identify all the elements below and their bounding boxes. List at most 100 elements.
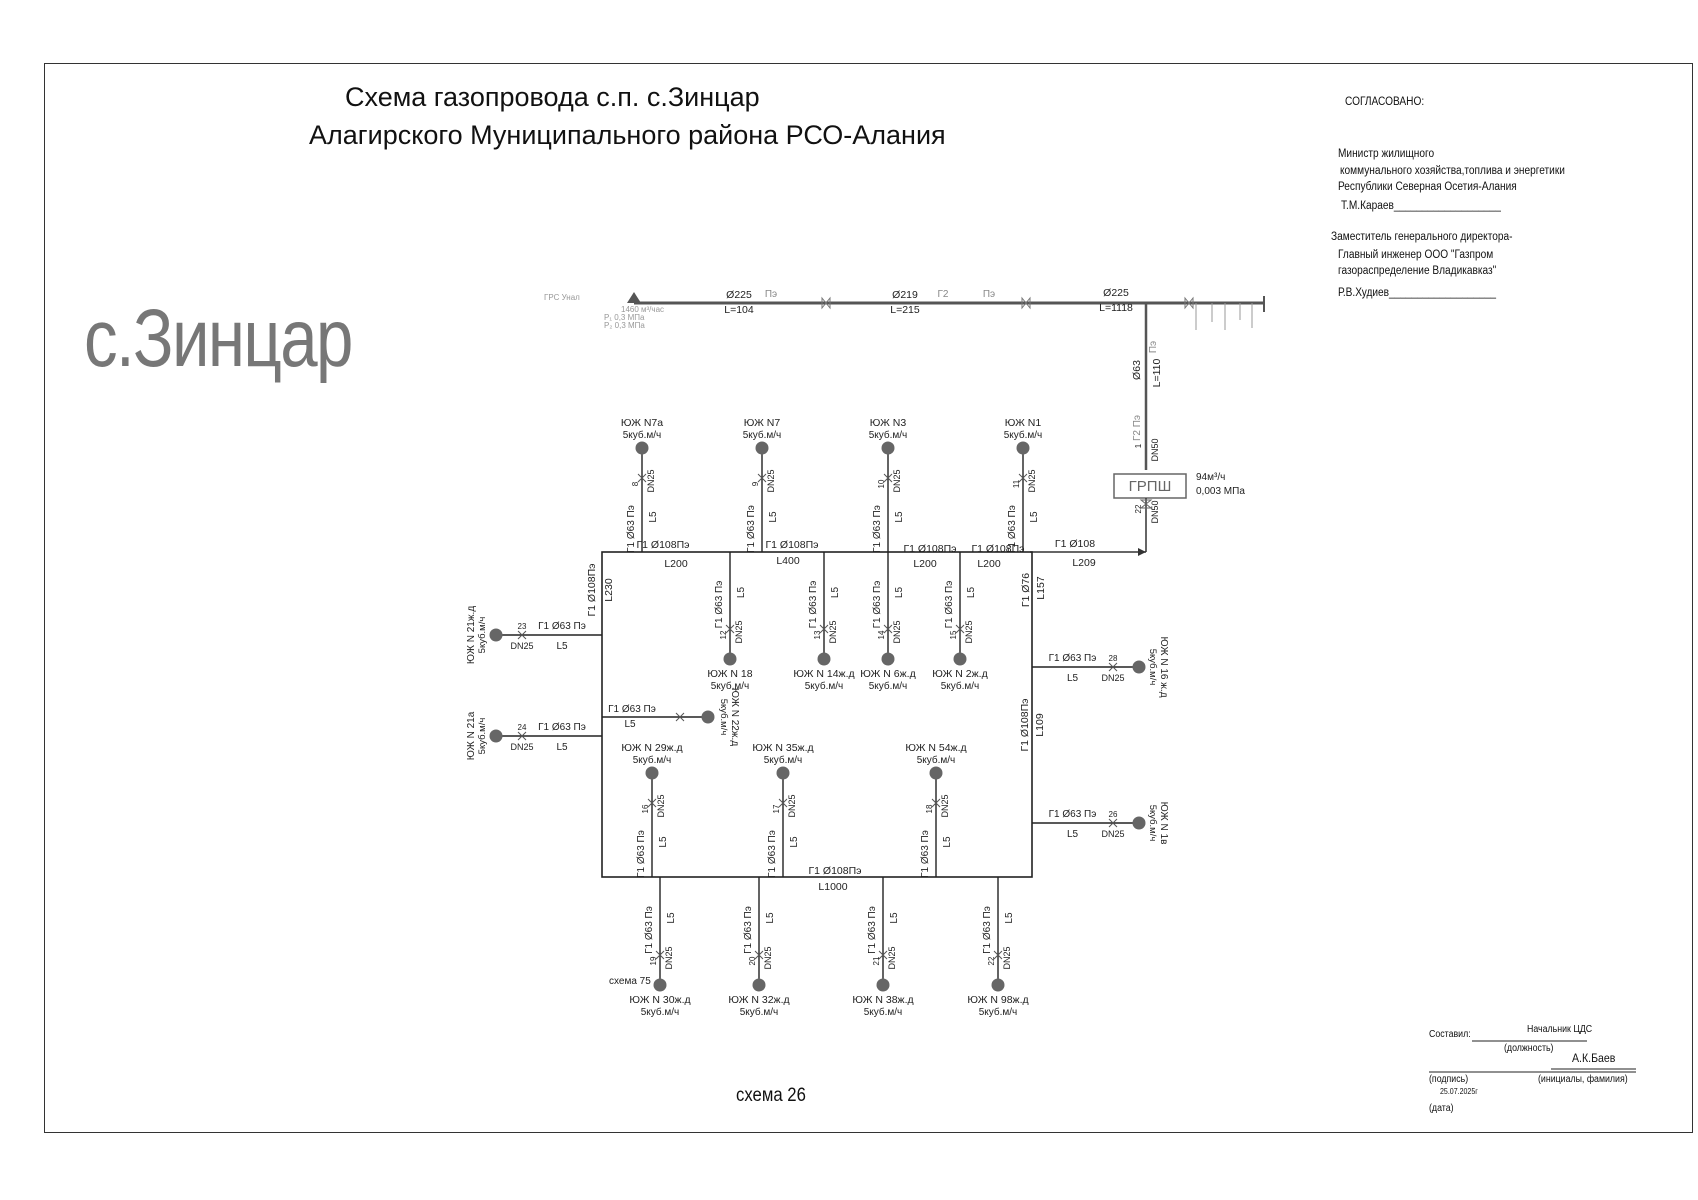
diagram-label: 19 [649, 956, 658, 965]
valve-icon [883, 473, 893, 483]
diagram-label: DN50 [1150, 500, 1160, 523]
diagram-label: 28 [1109, 654, 1118, 663]
diagram-label: L5 [966, 587, 977, 599]
consumer-node [489, 729, 503, 743]
valve-icon [647, 798, 657, 808]
diagram-label: L5 [768, 511, 779, 523]
valve-icon [725, 624, 735, 634]
consumer-name: ЮЖ N 2ж.д [932, 668, 987, 680]
diagram-label: Г1 Ø63 Пэ [746, 505, 757, 553]
diagram-label: Ø225 [1103, 287, 1129, 299]
consumer-flow: 5куб.м/ч [740, 1006, 779, 1018]
consumer-flow: 5куб.м/ч [1004, 429, 1043, 441]
name-caption: (инициалы, фамилия) [1538, 1074, 1628, 1085]
consumer-name: ЮЖ N 29ж.д [621, 742, 682, 754]
diagram-label: Г1 Ø63 Пэ [608, 704, 656, 715]
diagram-label: DN25 [787, 794, 797, 817]
consumer-name: ЮЖ N 30ж.д [629, 994, 690, 1006]
diagram-label: DN25 [964, 620, 974, 643]
diagram-label: L5 [666, 912, 677, 924]
diagram-label: DN25 [940, 794, 950, 817]
diagram-label: L=104 [724, 304, 754, 316]
consumer-node [723, 652, 737, 666]
consumer-node [755, 441, 769, 455]
diagram-label: DN50 [1150, 438, 1160, 461]
diagram-label: L=1118 [1099, 302, 1133, 314]
consumer-flow: 5куб.м/ч [869, 680, 908, 692]
consumer-flow: 5куб.м/ч [1147, 805, 1158, 842]
diagram-label: Ø225 [726, 289, 752, 301]
consumer-name: ЮЖ N7 [744, 417, 781, 429]
consumer-name: ЮЖ N 35ж.д [752, 742, 813, 754]
consumer-name: ЮЖ N3 [870, 417, 907, 429]
diagram-label: DN25 [510, 742, 533, 752]
diagram-label: Г1 Ø63 Пэ [767, 830, 778, 878]
diagram-label: Г2 [938, 289, 949, 300]
position-value: Начальник ЦДС [1527, 1024, 1593, 1035]
name-value: А.К.Баев [1572, 1051, 1616, 1065]
diagram-label: Г1 Ø108Пэ [586, 563, 598, 616]
valve-icon [1018, 473, 1028, 483]
diagram-label: L=215 [890, 304, 920, 316]
approval-line: Республики Северная Осетия-Алания [1338, 181, 1517, 193]
diagram-label: L5 [894, 587, 905, 599]
consumer-name: ЮЖ N 16 ж.д [1158, 636, 1169, 697]
valve-icon [931, 798, 941, 808]
valve-icon [778, 798, 788, 808]
consumer-node [752, 978, 766, 992]
diagram-label: 13 [813, 630, 822, 639]
consumer-name: ЮЖ N 54ж.д [905, 742, 966, 754]
consumer-flow: 5куб.м/ч [718, 699, 729, 736]
consumer-flow: 5куб.м/ч [805, 680, 844, 692]
diagram-label: Г1 Ø63 Пэ [982, 906, 993, 954]
diagram-label: L230 [603, 578, 615, 602]
diagram-label: Г1 Ø63 Пэ [714, 581, 725, 629]
diagram-label: L200 [664, 558, 688, 570]
approval-line: газораспределение Владикавказ" [1338, 265, 1497, 277]
diagram-label: 9 [751, 481, 760, 486]
valve-icon [955, 624, 965, 634]
consumer-flow: 5куб.м/ч [641, 1006, 680, 1018]
approval-signature-line: Р.В.Худиев___________________ [1338, 287, 1496, 299]
diagram-label: DN25 [646, 469, 656, 492]
signature-underlines [1429, 1040, 1636, 1073]
diagram-label: L5 [765, 912, 776, 924]
diagram-label: Ø219 [892, 289, 918, 301]
grp-cabinet [1113, 473, 1187, 499]
diagram-label: Г1 Ø63 Пэ [808, 581, 819, 629]
position-caption: (должность) [1504, 1043, 1554, 1054]
diagram-label: Г1 Ø63 Пэ [872, 505, 883, 553]
title-line-2: Алагирского Муниципального района РСО-Ал… [309, 120, 946, 150]
diagram-label: Ø63 [1131, 360, 1143, 380]
diagram-label: 16 [641, 804, 650, 813]
diagram-label: L5 [1004, 912, 1015, 924]
consumer-node [881, 652, 895, 666]
diagram-label: 23 [518, 622, 527, 631]
valve-icon [819, 624, 829, 634]
diagram-label: 26 [1109, 810, 1118, 819]
diagram-label: DN25 [892, 469, 902, 492]
consumer-flow: 5куб.м/ч [623, 429, 662, 441]
grp-flow: 94м³/ч [1196, 472, 1225, 483]
diagram-label: Г1 Ø108Пэ [808, 865, 861, 877]
consumer-name: ЮЖ N 18 [707, 668, 752, 680]
diagram-label: L5 [556, 641, 568, 652]
diagram-label: Г1 Ø63 Пэ [743, 906, 754, 954]
consumer-flow: 5куб.м/ч [743, 429, 782, 441]
diagram-label: L5 [648, 511, 659, 523]
diagram-label: L400 [776, 555, 800, 567]
consumer-node [653, 978, 667, 992]
consumer-flow: 5куб.м/ч [477, 718, 488, 755]
consumer-name: ЮЖ N 98ж.д [967, 994, 1028, 1006]
valve-icon [883, 624, 893, 634]
consumer-flow: 5куб.м/ч [633, 754, 672, 766]
drawing-frame [44, 63, 1693, 1133]
diagram-label: 17 [772, 804, 781, 813]
diagram-label: DN25 [734, 620, 744, 643]
valve-icon [637, 473, 647, 483]
sign-caption: (подпись) [1429, 1074, 1469, 1085]
diagram-label: 15 [949, 630, 958, 639]
consumer-flow: 5куб.м/ч [477, 617, 488, 654]
diagram-label: Пэ [765, 289, 777, 300]
